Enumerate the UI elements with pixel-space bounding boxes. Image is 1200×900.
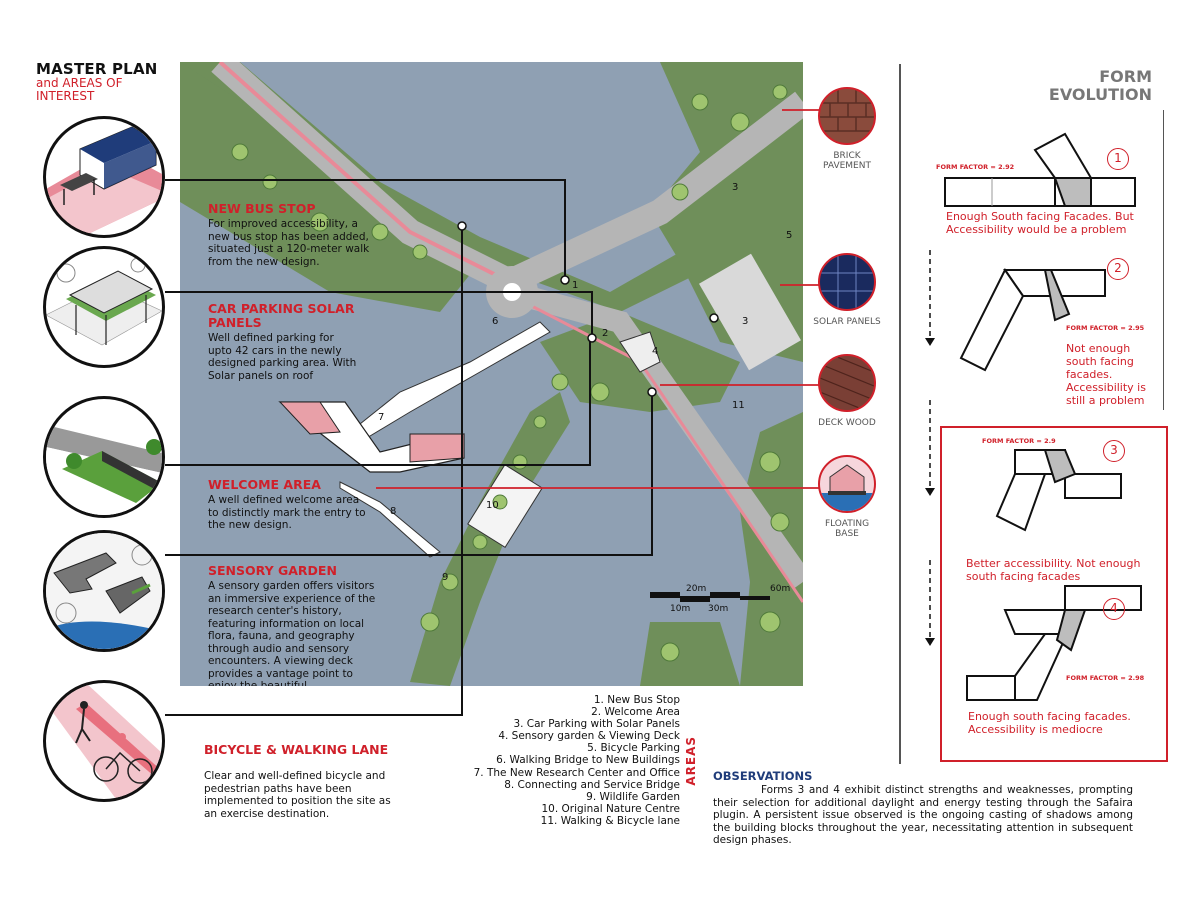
map-number-9: 9 [442,572,449,583]
form-1-text: Enough South facing Facades. But Accessi… [946,210,1134,236]
floating-base-label: FLOATING BASE [824,519,870,539]
area-item: 8. Connecting and Service Bridge [504,778,680,791]
section-divider [899,64,901,764]
map-number-3b: 3 [742,316,749,327]
area-item: 7. The New Research Center and Office [473,766,680,779]
scale-label-60m: 60m [770,584,791,594]
car-parking-heading: CAR PARKING SOLAR PANELS [208,301,355,330]
form-3-factor: FORM FACTOR = 2.9 [982,437,1056,445]
car-parking-text: Well defined parking for upto 42 cars in… [208,332,357,382]
scale-label-30m: 30m [708,604,729,614]
welcome-heading: WELCOME AREA [208,477,321,492]
sensory-garden-illustration [46,533,162,649]
form-3-number: 3 [1103,440,1125,462]
map-number-10: 10 [486,500,499,511]
form-2-factor: FORM FACTOR = 2.95 [1066,324,1145,332]
areas-list: 1. New Bus Stop 2. Welcome Area 3. Car P… [470,694,680,827]
form-2-number: 2 [1107,258,1129,280]
form-4-factor: FORM FACTOR = 2.98 [1066,674,1145,682]
bus-stop-heading: NEW BUS STOP [208,201,316,216]
map-number-3a: 3 [732,182,739,193]
car-parking-illustration [46,257,162,346]
map-number-5: 5 [786,230,793,241]
welcome-area-vignette [43,396,165,518]
map-number-11: 11 [732,400,745,411]
area-item: 10. Original Nature Centre [541,802,680,815]
welcome-text: A well defined welcome area to distinctl… [208,494,366,531]
form-evolution-diagrams [925,132,1142,701]
scale-label-10m: 10m [670,604,691,614]
wood-pattern [820,356,874,410]
sensory-heading: SENSORY GARDEN [208,563,337,578]
bus-stop-illustration [46,126,162,235]
floating-base-illustration [820,464,874,511]
bus-stop-text: For improved accessibility, a new bus st… [208,218,370,268]
floating-base-swatch [818,455,876,513]
area-item: 9. Wildlife Garden [586,790,680,803]
page-subtitle: and AREAS OF INTEREST [36,76,123,103]
site-plan-drawing [180,62,803,686]
solar-panels-swatch [818,253,876,311]
solar-pattern [820,255,874,309]
map-number-8: 8 [390,506,397,517]
observations-title: OBSERVATIONS [713,769,813,783]
brick-pavement-label: BRICK PAVEMENT [823,151,871,171]
area-item: 4. Sensory garden & Viewing Deck [498,730,680,743]
brick-pattern [820,89,874,132]
deck-wood-label: DECK WOOD [818,418,876,428]
bicycle-lane-vignette [43,680,165,802]
areas-label: AREAS [684,736,698,786]
deck-wood-swatch [818,354,876,412]
form-3-text: Better accessibility. Not enough south f… [966,557,1141,583]
map-number-2: 2 [602,328,609,339]
sensory-text: A sensory garden offers visitors an imme… [208,580,376,686]
form-1-factor: FORM FACTOR = 2.92 [936,163,1015,171]
map-number-4: 4 [652,346,659,357]
map-number-7: 7 [378,412,385,423]
bicycle-heading: BICYCLE & WALKING LANE [204,742,389,757]
welcome-area-illustration [46,425,162,515]
map-number-6: 6 [492,316,499,327]
page-title: MASTER PLAN [36,60,158,78]
car-parking-vignette [43,246,165,368]
bicycle-lane-illustration [46,683,162,799]
sensory-garden-vignette [43,530,165,652]
bus-stop-vignette [43,116,165,238]
scale-label-20m: 20m [686,584,707,594]
area-item: 6. Walking Bridge to New Buildings [496,754,680,767]
map-number-1: 1 [572,280,579,291]
selected-forms-frame [940,426,1168,762]
area-item: 5. Bicycle Parking [587,742,680,755]
observations-text: Forms 3 and 4 exhibit distinct strengths… [713,784,1133,846]
form-4-number: 4 [1103,598,1125,620]
form-evolution-title: FORM EVOLUTION [1048,67,1152,104]
area-item: 3. Car Parking with Solar Panels [513,718,680,731]
area-item: 11. Walking & Bicycle lane [540,814,680,827]
form-evolution-divider [1163,110,1164,410]
brick-pavement-swatch [818,87,876,145]
area-item: 1. New Bus Stop [593,694,680,706]
form-4-text: Enough south facing facades. Accessibili… [968,710,1131,736]
master-plan-map: 1 2 3 3 4 5 6 7 8 9 10 11 20m 60m 10m 30… [180,62,803,686]
area-item: 2. Welcome Area [591,706,680,719]
bicycle-text: Clear and well-defined bicycle and pedes… [204,770,391,820]
solar-panels-label: SOLAR PANELS [813,317,881,327]
form-2-text: Not enough south facing facades. Accessi… [1066,342,1146,407]
form-1-number: 1 [1107,148,1129,170]
